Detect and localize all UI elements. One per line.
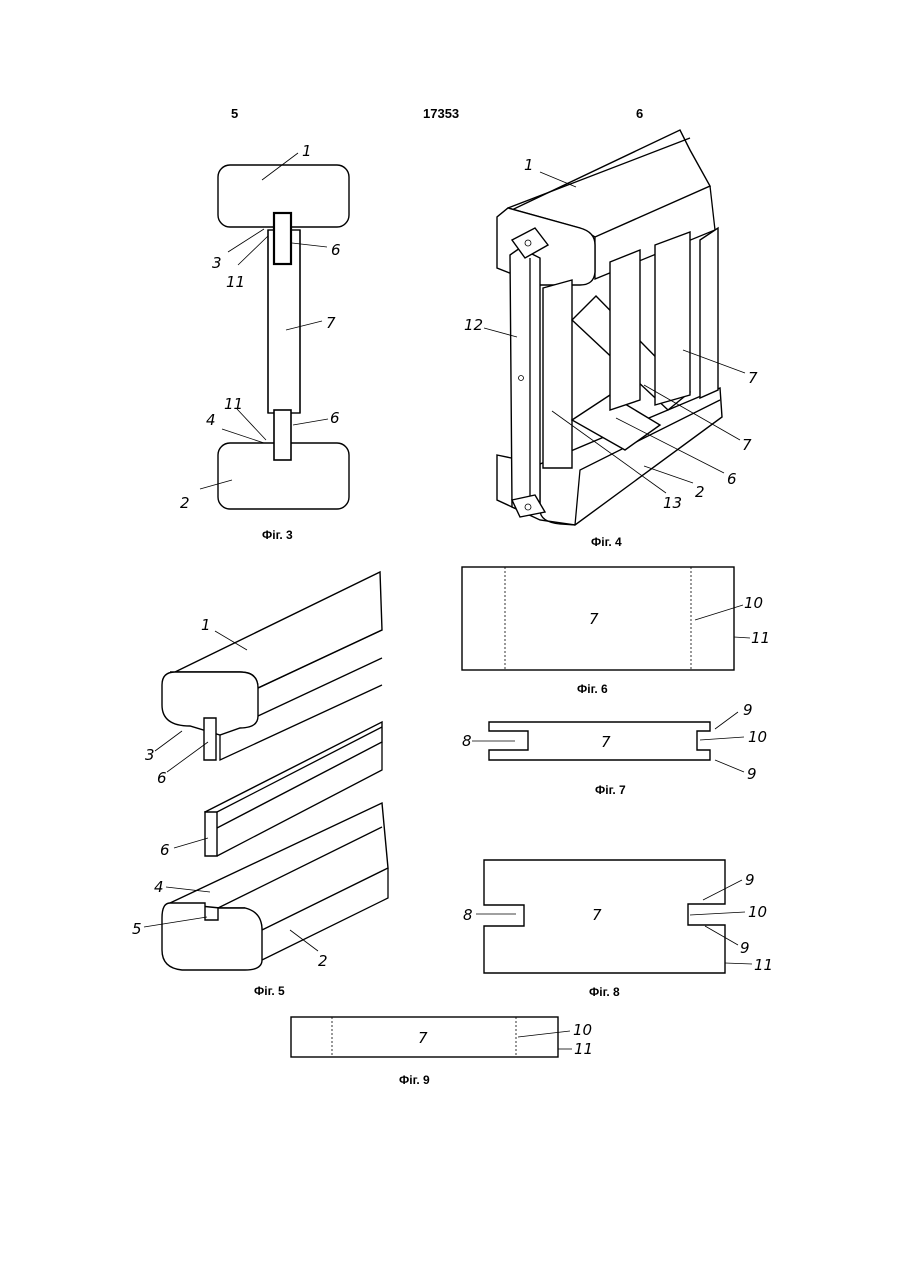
fig5-label: 1 <box>201 616 211 634</box>
fig4-label: 12 <box>464 316 483 334</box>
fig8-label: 7 <box>592 906 602 924</box>
fig3-insert-bottom <box>274 410 291 460</box>
fig6-drawing: 7 10 11 <box>462 567 770 670</box>
fig5-label: 6 <box>160 841 170 859</box>
fig6-label: 7 <box>589 610 599 628</box>
fig3-label: 11 <box>226 273 245 291</box>
fig4-drawing: 1 2 6 7 7 12 13 <box>464 130 758 525</box>
fig3-drawing: 1 2 3 4 6 6 7 11 11 <box>180 142 349 512</box>
fig5-label: 3 <box>145 746 155 764</box>
fig5-label: 4 <box>154 878 164 896</box>
fig3-label: 3 <box>212 254 222 272</box>
fig5-label: 5 <box>132 920 142 938</box>
fig4-label: 7 <box>742 436 752 454</box>
fig8-label: 8 <box>463 906 473 924</box>
fig5-label: 6 <box>157 769 167 787</box>
fig6-label: 11 <box>751 629 770 647</box>
fig3-label: 6 <box>331 241 341 259</box>
fig8-plate <box>484 860 725 973</box>
fig9-label: 7 <box>418 1029 428 1047</box>
fig4-label: 1 <box>524 156 534 174</box>
fig7-label: 9 <box>743 701 753 719</box>
fig7-label: 7 <box>601 733 611 751</box>
fig3-label: 6 <box>330 409 340 427</box>
fig3-label: 1 <box>302 142 312 160</box>
fig9-label: 11 <box>574 1040 593 1058</box>
fig3-label: 7 <box>326 314 336 332</box>
fig4-label: 13 <box>663 494 682 512</box>
fig7-label: 8 <box>462 732 472 750</box>
fig8-drawing: 7 8 9 9 10 11 <box>463 860 773 974</box>
fig7-drawing: 7 8 9 9 10 <box>462 701 767 783</box>
fig7-label: 9 <box>747 765 757 783</box>
fig3-label: 11 <box>224 395 243 413</box>
fig7-label: 10 <box>748 728 767 746</box>
fig8-label: 11 <box>754 956 773 974</box>
fig4-label: 2 <box>695 483 705 501</box>
fig8-label: 10 <box>748 903 767 921</box>
fig8-label: 9 <box>740 939 750 957</box>
fig3-label: 2 <box>180 494 190 512</box>
fig5-drawing: 1 2 3 4 5 6 6 <box>132 572 388 970</box>
fig7-plate <box>489 722 710 760</box>
fig3-label: 4 <box>206 411 216 429</box>
fig5-label: 2 <box>318 952 328 970</box>
fig4-label: 6 <box>727 470 737 488</box>
fig3-insert-top <box>274 213 291 264</box>
fig4-label: 7 <box>748 369 758 387</box>
fig9-drawing: 7 10 11 <box>291 1017 593 1058</box>
fig6-label: 10 <box>744 594 763 612</box>
fig8-label: 9 <box>745 871 755 889</box>
fig9-label: 10 <box>573 1021 592 1039</box>
